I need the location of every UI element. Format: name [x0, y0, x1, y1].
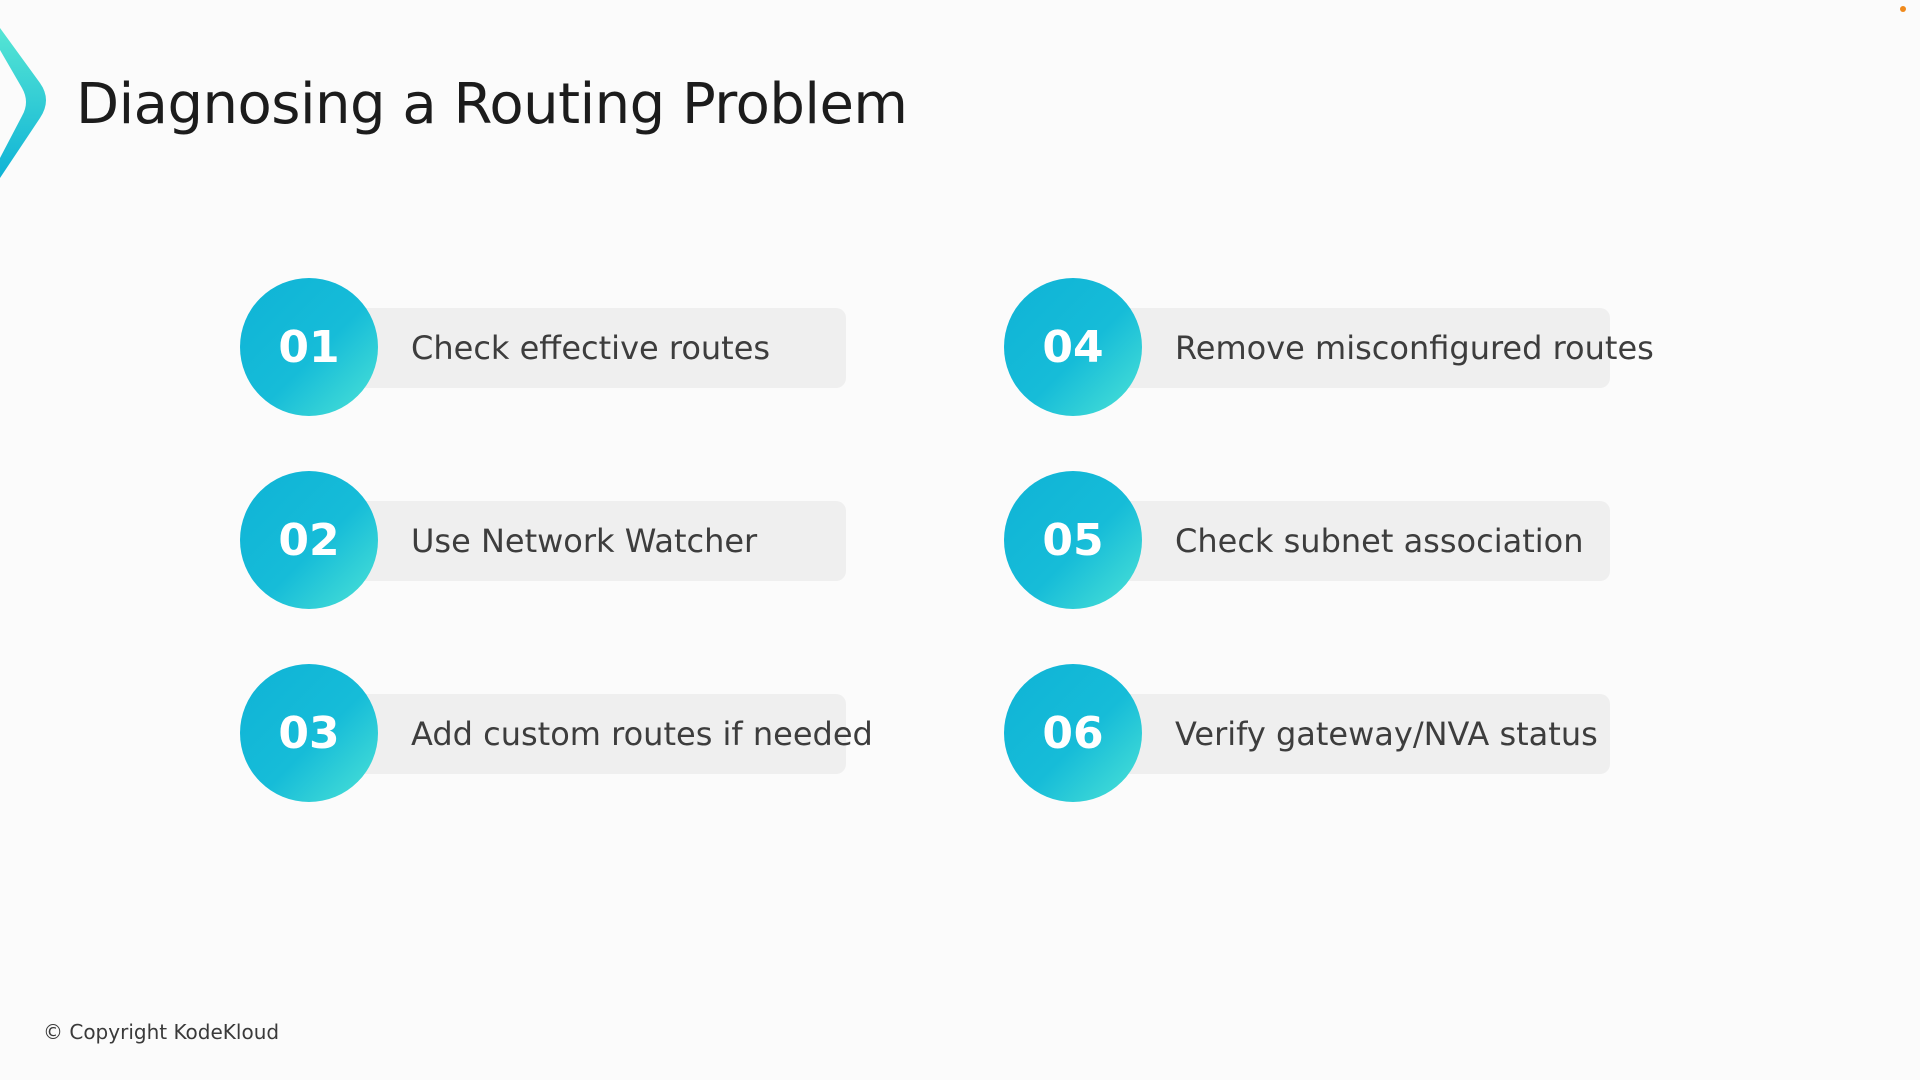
step-label: Check effective routes	[411, 329, 771, 367]
step-label: Check subnet association	[1175, 522, 1584, 560]
step-item: 03 Add custom routes if needed	[240, 664, 940, 804]
step-item: 04 Remove misconfigured routes	[1004, 278, 1704, 418]
step-label: Use Network Watcher	[411, 522, 758, 560]
chevron-logo-icon	[0, 28, 46, 178]
step-number-badge: 04	[1004, 278, 1142, 416]
step-bar	[286, 694, 846, 774]
step-bar	[1050, 501, 1610, 581]
step-item: 01 Check effective routes	[240, 278, 940, 418]
step-item: 05 Check subnet association	[1004, 471, 1704, 611]
step-number-badge: 01	[240, 278, 378, 416]
step-number-badge: 02	[240, 471, 378, 609]
page-title: Diagnosing a Routing Problem	[76, 72, 908, 137]
step-bar	[286, 501, 846, 581]
step-number-badge: 06	[1004, 664, 1142, 802]
copyright-footer: © Copyright KodeKloud	[43, 1020, 280, 1044]
step-label: Remove misconfigured routes	[1175, 329, 1654, 367]
step-item: 02 Use Network Watcher	[240, 471, 940, 611]
step-bar	[1050, 694, 1610, 774]
indicator-dot	[1900, 6, 1906, 12]
step-bar	[1050, 308, 1610, 388]
step-bar	[286, 308, 846, 388]
step-number-badge: 03	[240, 664, 378, 802]
step-label: Verify gateway/NVA status	[1175, 715, 1598, 753]
step-number-badge: 05	[1004, 471, 1142, 609]
step-item: 06 Verify gateway/NVA status	[1004, 664, 1704, 804]
step-label: Add custom routes if needed	[411, 715, 873, 753]
